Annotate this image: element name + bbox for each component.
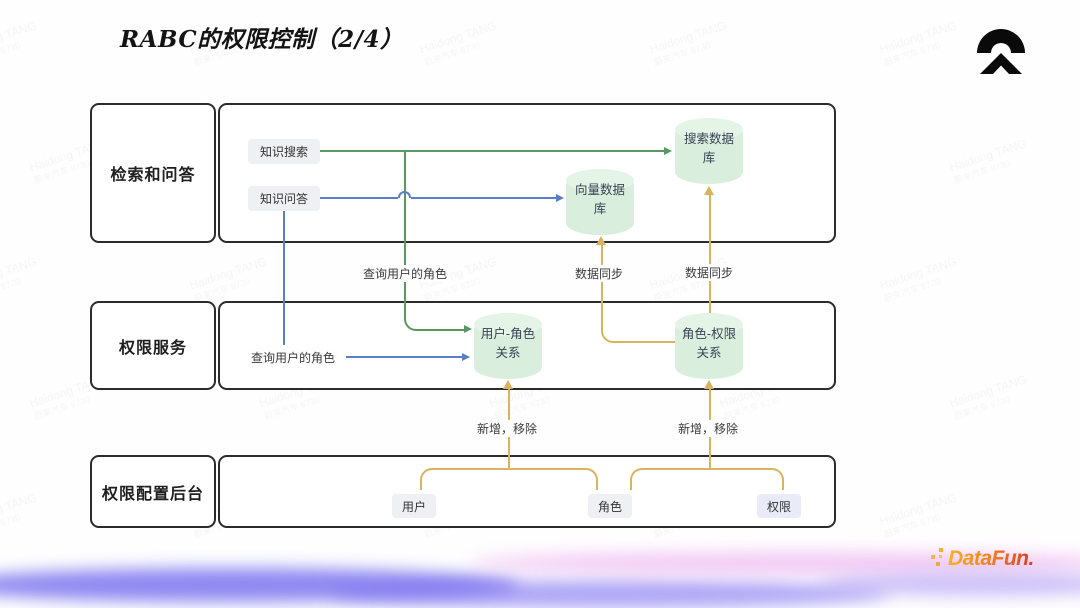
edge-role-permission-to-search-db	[709, 195, 711, 313]
fork-user-role	[420, 468, 598, 490]
band-retrieval-qa-label: 检索和问答	[90, 103, 216, 243]
edge-knowledge-search-to-user-role	[404, 151, 466, 331]
vector-database-label: 向量数据 库	[574, 183, 625, 216]
node-knowledge-search: 知识搜索	[248, 139, 320, 164]
arrowhead-to-vector-db-bottom	[596, 236, 606, 245]
edge-knowledge-qa-to-vector-db-2	[411, 197, 556, 199]
bottom-gradient-swoosh	[0, 540, 1080, 608]
edge-knowledge-qa-down	[283, 211, 285, 345]
label-data-sync-left: 数据同步	[572, 265, 627, 282]
label-data-sync-right: 数据同步	[682, 264, 737, 281]
edge-role-permission-to-vector-db	[601, 245, 675, 343]
node-vector-database: 向量数据 库	[566, 169, 634, 235]
label-query-user-role-green: 查询用户的角色	[360, 265, 451, 282]
band-permission-service-label: 权限服务	[90, 301, 216, 390]
node-user: 用户	[392, 494, 436, 518]
arrowhead-to-vector-db	[556, 194, 564, 202]
swoosh-indigo-blob	[330, 580, 890, 608]
node-knowledge-qa: 知识问答	[248, 186, 320, 211]
fork-role-permission	[630, 468, 784, 490]
datafun-wordmark: DataFun.	[948, 547, 1034, 570]
arrowhead-blue-to-user-role	[462, 353, 470, 361]
band-permission-admin-label: 权限配置后台	[90, 455, 216, 528]
edge-knowledge-qa-to-vector-db-1	[320, 197, 398, 199]
edge-hop	[398, 191, 411, 198]
datafun-pixels-icon	[931, 548, 943, 566]
arrowhead-green-to-user-role	[464, 325, 472, 333]
search-database-label: 搜索数据 库	[683, 132, 734, 165]
swoosh-lavender-blob	[820, 572, 1080, 596]
arrowhead-to-role-permission-bottom	[704, 380, 714, 389]
label-add-remove-left: 新增，移除	[474, 420, 541, 437]
edge-knowledge-search-to-search-db	[320, 150, 664, 152]
nio-logo-icon	[977, 29, 1025, 74]
node-permission: 权限	[757, 494, 801, 518]
node-role: 角色	[588, 494, 632, 518]
edge-query-role-to-user-role	[346, 356, 462, 358]
node-user-role-relation: 用户-角色 关系	[474, 313, 542, 379]
arrowhead-to-search-db	[664, 147, 672, 155]
page-title: RABC的权限控制（2/4）	[120, 26, 404, 53]
node-search-database: 搜索数据 库	[675, 118, 743, 184]
user-role-relation-label: 用户-角色 关系	[480, 327, 536, 360]
band-permission-admin-canvas	[218, 455, 836, 528]
swoosh-pink-blob	[470, 552, 1080, 574]
label-add-remove-right: 新增，移除	[675, 420, 742, 437]
datafun-logo: DataFun.	[930, 547, 1034, 571]
arrowhead-to-search-db-bottom	[704, 186, 714, 195]
node-role-permission-relation: 角色-权限 关系	[675, 313, 743, 379]
label-query-user-role-blue: 查询用户的角色	[248, 349, 339, 366]
band-retrieval-qa-canvas	[218, 103, 836, 243]
role-permission-relation-label: 角色-权限 关系	[681, 327, 737, 360]
arrowhead-to-user-role-bottom	[503, 380, 513, 389]
